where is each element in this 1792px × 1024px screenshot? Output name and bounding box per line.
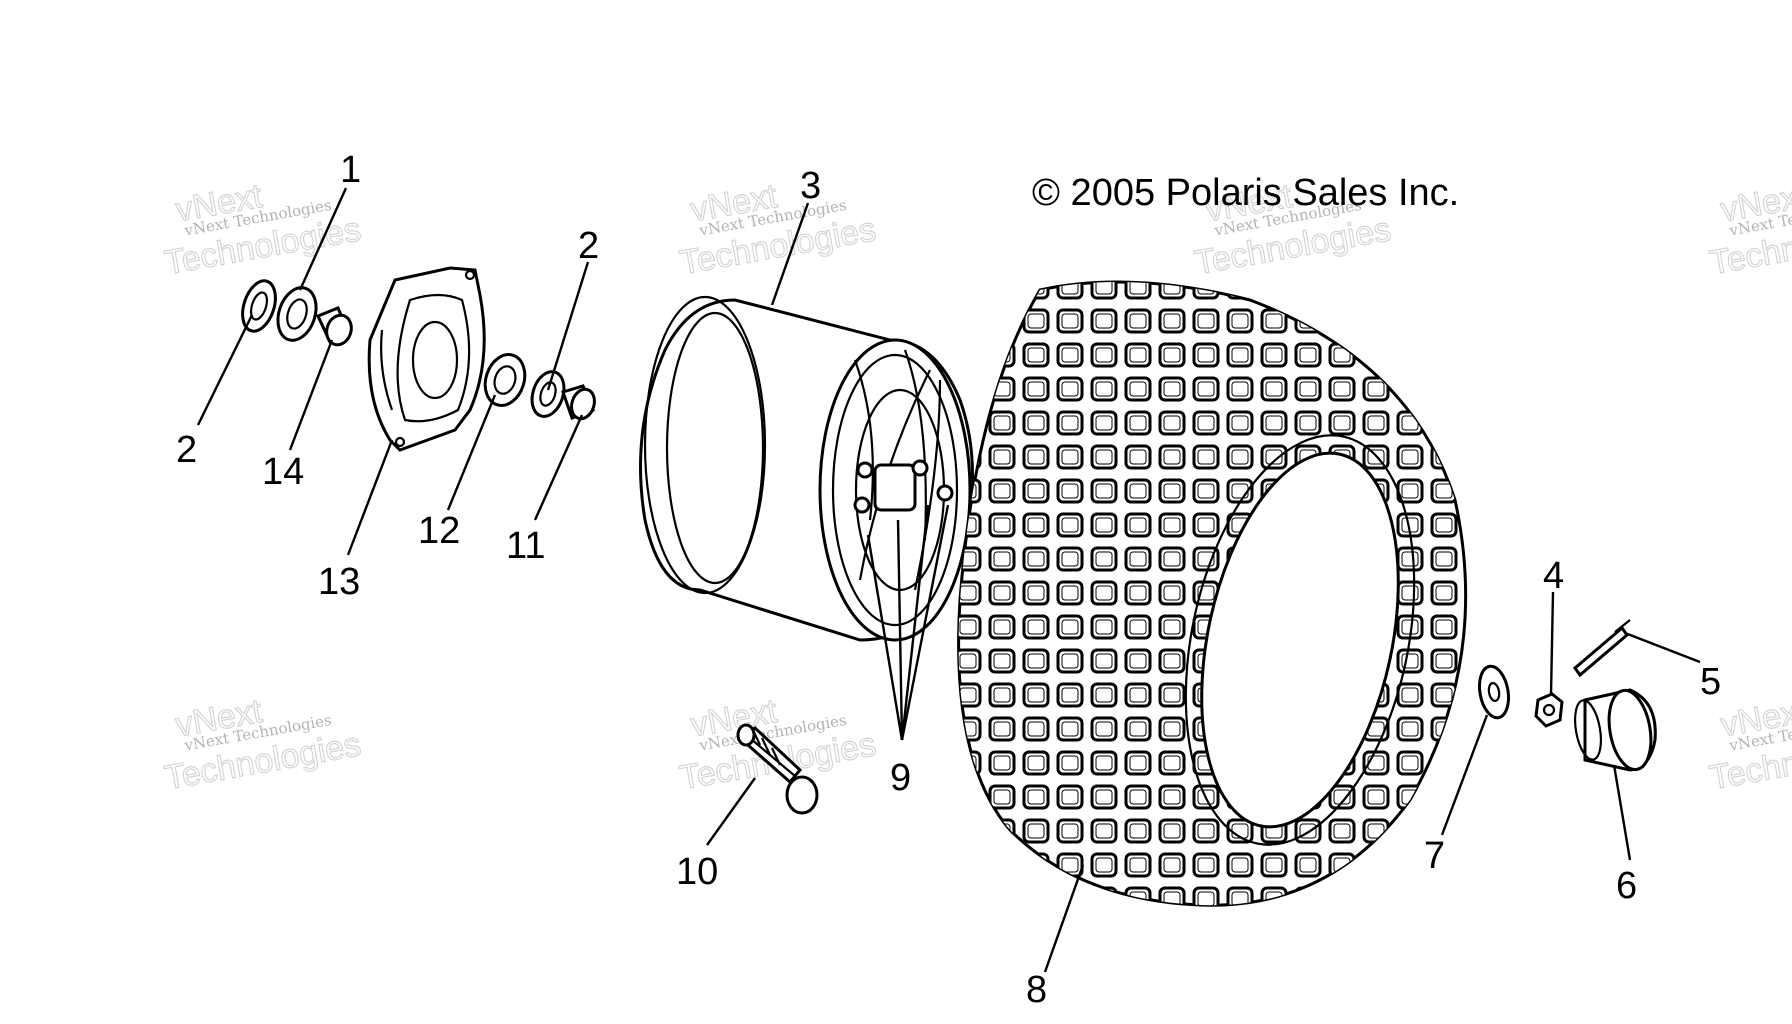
callout-12: 12 [418,510,460,552]
callout-5: 5 [1700,661,1721,703]
callout-1: 1 [340,149,361,191]
valve-stem-part [1572,619,1631,678]
seal-left-part [241,279,277,333]
seal-right-part [530,370,566,418]
spacer-left-part [315,306,353,347]
callout-7: 7 [1424,835,1445,877]
hub-cap-part [1573,688,1657,772]
washer-part [1477,664,1511,720]
spacer-right-part [561,384,596,421]
lug-nut-part [1534,692,1564,728]
callout-9: 9 [890,757,911,799]
callout-2-right: 2 [578,225,599,267]
callout-8: 8 [1026,969,1047,1011]
callout-2-left: 2 [176,429,197,471]
wheel-bolt-part [736,723,819,815]
callout-13: 13 [318,561,360,603]
callout-6: 6 [1616,865,1637,907]
callout-3: 3 [800,165,821,207]
callout-10: 10 [676,851,718,893]
wheel-hub-part [367,266,486,452]
copyright-text: © 2005 Polaris Sales Inc. [1032,172,1459,214]
callout-11: 11 [506,525,545,567]
bearing-left-part [276,286,318,342]
wheel-rim-part [639,295,974,642]
leader-lines [196,187,1701,973]
bearing-right-part [483,353,527,407]
callout-14: 14 [262,451,304,493]
callout-4: 4 [1543,555,1564,597]
tire-part [957,280,1468,907]
callout-labels: 1 2 14 13 12 11 2 3 9 10 8 7 4 5 6 [176,149,1721,1011]
